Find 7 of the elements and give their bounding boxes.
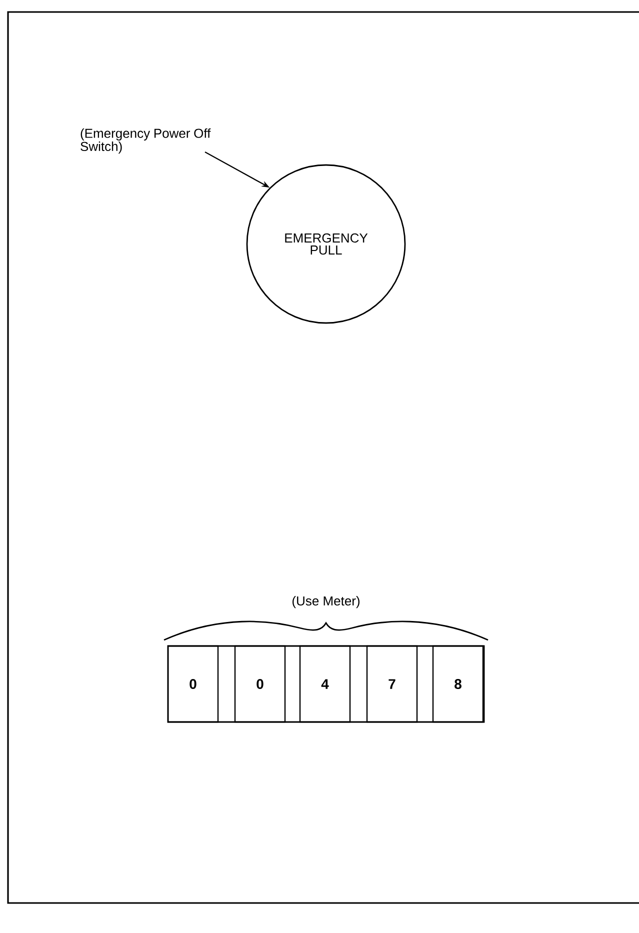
digit-window: 8 (432, 645, 484, 723)
node-label: (Use Meter) (292, 596, 360, 608)
digit-window: 4 (299, 645, 351, 723)
digit-window: 0 (234, 645, 286, 723)
digit-window: 7 (366, 645, 418, 723)
callout-label: (Emergency Power Off Switch) (80, 128, 211, 154)
digit-window: 0 (167, 645, 219, 723)
